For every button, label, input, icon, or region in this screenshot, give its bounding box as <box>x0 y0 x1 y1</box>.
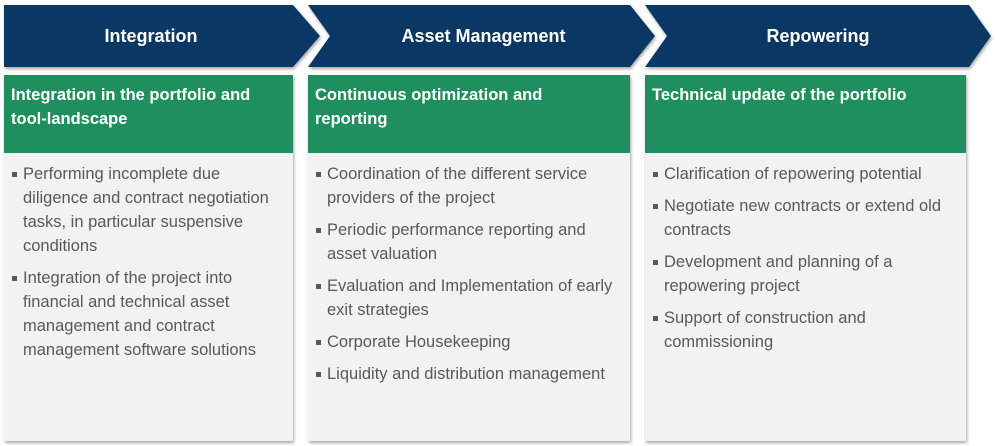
list-item: Clarification of repowering potential <box>653 162 958 186</box>
column-body: Clarification of repowering potential Ne… <box>645 153 966 354</box>
list-item: Development and planning of a repowering… <box>653 250 958 298</box>
square-bullet-icon <box>316 340 321 345</box>
square-bullet-icon <box>316 284 321 289</box>
square-bullet-icon <box>316 228 321 233</box>
list-item: Negotiate new contracts or extend old co… <box>653 194 958 242</box>
column-header: Technical update of the portfolio <box>645 75 966 153</box>
square-bullet-icon <box>316 172 321 177</box>
square-bullet-icon <box>12 276 17 281</box>
square-bullet-icon <box>653 316 658 321</box>
column-body: Performing incomplete due diligence and … <box>4 153 293 362</box>
chevron-title: Repowering <box>766 25 870 46</box>
column-header: Continuous optimization and reporting <box>308 75 630 153</box>
chevron-asset-management: Asset Management <box>308 5 655 67</box>
list-item: Coordination of the different service pr… <box>316 162 622 210</box>
chevron-repowering: Repowering <box>645 5 991 67</box>
column-integration: Integration in the portfolio and tool-la… <box>4 75 293 441</box>
list-item: Support of construction and commissionin… <box>653 306 958 354</box>
column-repowering: Technical update of the portfolio Clarif… <box>645 75 966 441</box>
square-bullet-icon <box>653 204 658 209</box>
square-bullet-icon <box>653 172 658 177</box>
square-bullet-icon <box>653 260 658 265</box>
list-item: Performing incomplete due diligence and … <box>12 162 285 258</box>
column-asset-management: Continuous optimization and reporting Co… <box>308 75 630 441</box>
list-item: Evaluation and Implementation of early e… <box>316 274 622 322</box>
list-item: Liquidity and distribution management <box>316 362 622 386</box>
list-item: Integration of the project into financia… <box>12 266 285 362</box>
square-bullet-icon <box>12 172 17 177</box>
column-body: Coordination of the different service pr… <box>308 153 630 386</box>
chevron-title: Integration <box>104 25 198 46</box>
column-header: Integration in the portfolio and tool-la… <box>4 75 293 153</box>
list-item: Corporate Housekeeping <box>316 330 622 354</box>
list-item: Periodic performance reporting and asset… <box>316 218 622 266</box>
chevron-integration: Integration <box>4 5 320 67</box>
square-bullet-icon <box>316 372 321 377</box>
chevron-title: Asset Management <box>401 25 566 46</box>
